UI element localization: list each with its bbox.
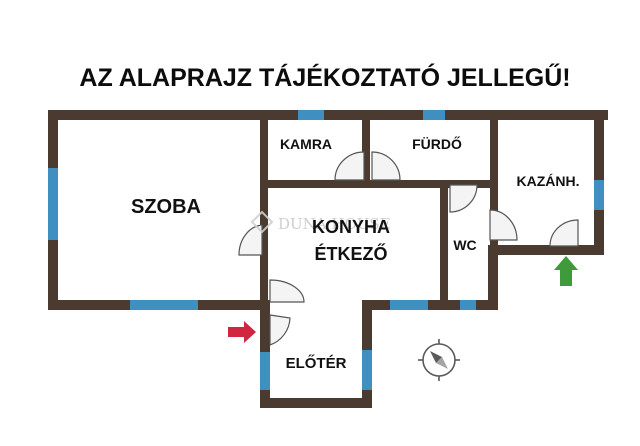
wall-eloter-bottom: [260, 398, 372, 408]
door-kamra: [334, 151, 365, 181]
wall-outer-bottom-mid: [368, 300, 498, 310]
window-eloter-left: [260, 352, 270, 390]
room-label-etkezo: ÉTKEZŐ: [314, 243, 387, 264]
door-wc: [449, 184, 478, 213]
page-title: AZ ALAPRAJZ TÁJÉKOZTATÓ JELLEGŰ!: [79, 62, 570, 92]
door-entrance: [269, 314, 291, 346]
wall-szoba-right: [260, 110, 268, 310]
room-label-kamra: KAMRA: [280, 136, 332, 152]
windows: [48, 110, 604, 390]
room-label-konyha: KONYHA: [312, 217, 390, 237]
wall-konyha-top: [260, 180, 496, 188]
room-label-furdo: FÜRDŐ: [412, 135, 462, 152]
door-kazanh-exterior: [549, 219, 579, 247]
room-label-kazanh: KAZÁNH.: [517, 173, 580, 189]
window-wc-bottom: [460, 300, 476, 310]
window-eloter-right: [362, 350, 372, 390]
room-label-wc: WC: [453, 237, 476, 253]
compass-icon: [418, 339, 460, 381]
window-right: [594, 180, 604, 210]
doors: [238, 151, 579, 346]
red-arrow-right-icon: [228, 321, 256, 343]
wall-konyha-wc: [440, 180, 448, 310]
window-szoba-left: [48, 168, 58, 240]
green-arrow-up-icon: [554, 256, 578, 286]
window-furdo: [423, 110, 445, 120]
wall-kamra-furdo: [362, 110, 370, 182]
wall-right-lower: [488, 245, 498, 310]
window-kamra: [298, 110, 324, 120]
wall-outer-top: [48, 110, 608, 120]
room-label-eloter: ELŐTÉR: [286, 354, 347, 372]
room-label-szoba: SZOBA: [131, 196, 201, 218]
door-konyha-eloter: [269, 279, 305, 303]
door-kazanh-side: [489, 209, 518, 241]
watermark: DUNA HOUSE: [250, 210, 391, 234]
watermark-logo-icon: [250, 210, 274, 234]
door-furdo: [371, 151, 401, 181]
wall-kazanh-bottom: [488, 245, 604, 255]
watermark-text: DUNA HOUSE: [278, 215, 391, 233]
window-szoba-bottom: [130, 300, 198, 310]
window-konyha-bottom: [390, 300, 428, 310]
